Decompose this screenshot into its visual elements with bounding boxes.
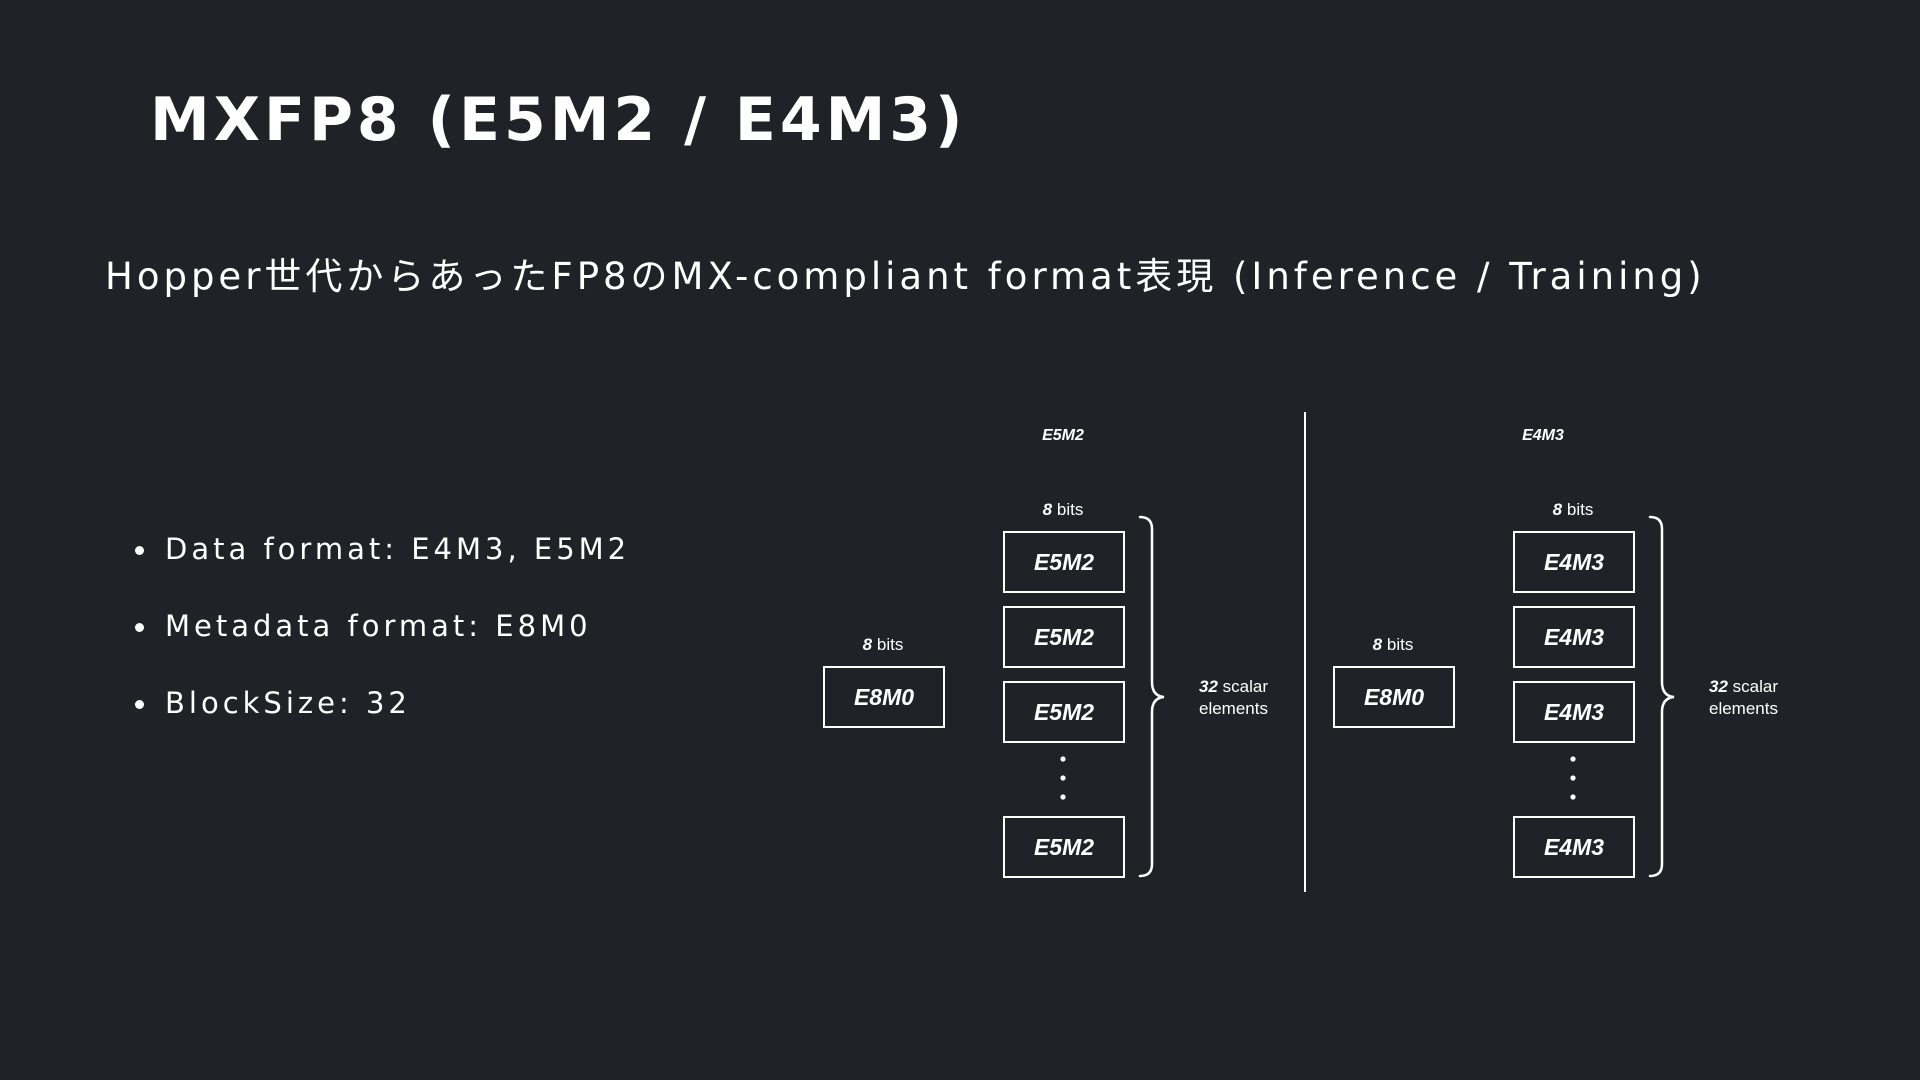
element-box-label: E4M3	[1544, 699, 1604, 725]
element-bits-label: 8 bits	[1043, 500, 1084, 519]
curly-brace-icon	[1648, 515, 1675, 878]
scale-box	[1333, 666, 1455, 728]
element-bits-number: 8	[1043, 500, 1053, 519]
ellipsis-vertical-icon	[1570, 756, 1576, 800]
scale-bits-unit: bits	[1382, 635, 1413, 654]
ellipsis-vertical-icon	[1060, 756, 1066, 800]
element-box	[1513, 681, 1635, 743]
element-box-label: E5M2	[1034, 834, 1094, 860]
scale-box	[823, 666, 945, 728]
scale-bits-number: 8	[1373, 635, 1383, 654]
bullet-dot-icon	[135, 623, 144, 632]
scale-bits-label: 8 bits	[863, 635, 904, 654]
element-bits-unit: bits	[1052, 500, 1083, 519]
block-size-unit: scalar	[1728, 677, 1778, 696]
block-size-label: 32 scalar	[1709, 677, 1778, 696]
element-box-label: E4M3	[1544, 834, 1604, 860]
element-box	[1513, 816, 1635, 878]
bullet-list: Data format: E4M3, E5M2 Metadata format:…	[135, 530, 630, 761]
bullet-dot-icon	[135, 546, 144, 555]
scale-bits-label: 8 bits	[1373, 635, 1414, 654]
slide-title: MXFP8 (E5M2 / E4M3)	[150, 85, 967, 155]
scale-box-label: E8M0	[854, 684, 914, 710]
element-bits-label: 8 bits	[1553, 500, 1594, 519]
curly-brace-icon	[1138, 515, 1165, 878]
block-size-unit: scalar	[1218, 677, 1268, 696]
element-box	[1003, 606, 1125, 668]
element-bits-number: 8	[1553, 500, 1563, 519]
block-size-number: 32	[1199, 677, 1218, 696]
element-box-label: E4M3	[1544, 549, 1604, 575]
scale-box-label: E8M0	[1364, 684, 1424, 710]
bullet-text: Metadata format: E8M0	[165, 609, 592, 643]
block-size-label-line2: elements	[1199, 699, 1268, 718]
bullet-dot-icon	[135, 700, 144, 709]
element-box-label: E5M2	[1034, 699, 1094, 725]
block-size-number: 32	[1709, 677, 1728, 696]
element-box-label: E5M2	[1034, 624, 1094, 650]
block-size-label-line2: elements	[1709, 699, 1778, 718]
scale-bits-number: 8	[863, 635, 873, 654]
bullet-item: BlockSize: 32	[135, 684, 630, 761]
panel-e5m2: E5M2 8 bits E8M0 8 bits E5M2 E5M2 E5M2 E…	[823, 427, 1268, 878]
element-box-label: E4M3	[1544, 624, 1604, 650]
element-box	[1513, 606, 1635, 668]
bullet-item: Data format: E4M3, E5M2	[135, 530, 630, 607]
scale-bits-unit: bits	[872, 635, 903, 654]
element-box	[1003, 681, 1125, 743]
bullet-text: Data format: E4M3, E5M2	[165, 532, 631, 566]
element-box	[1003, 531, 1125, 593]
element-box	[1003, 816, 1125, 878]
element-box-label: E5M2	[1034, 549, 1094, 575]
block-size-label: 32 scalar	[1199, 677, 1268, 696]
panel-e4m3: E4M3 8 bits E8M0 8 bits E4M3 E4M3 E4M3 E…	[1333, 427, 1778, 878]
slide-subtitle: Hopper世代からあったFP8のMX-compliant format表現 (…	[105, 255, 1706, 298]
panel-header: E5M2	[1042, 427, 1084, 444]
element-bits-unit: bits	[1562, 500, 1593, 519]
panel-header: E4M3	[1522, 427, 1564, 444]
element-box	[1513, 531, 1635, 593]
bullet-text: BlockSize: 32	[165, 686, 411, 720]
bullet-item: Metadata format: E8M0	[135, 607, 630, 684]
